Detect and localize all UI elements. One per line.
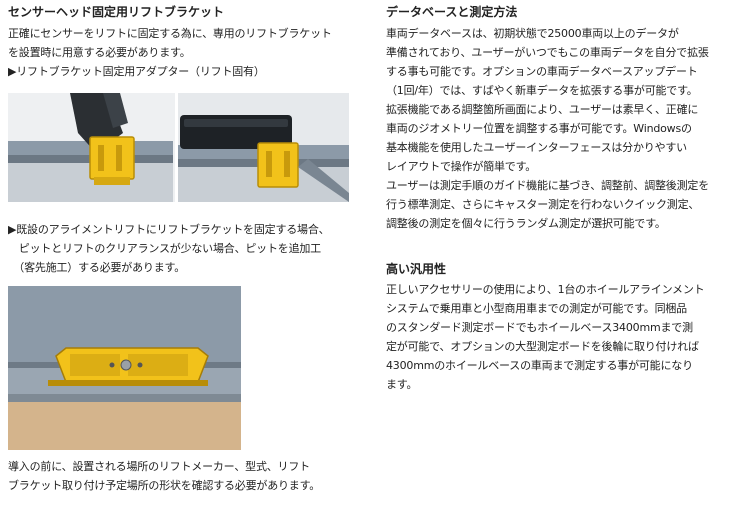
adapter-photo-illustration (8, 93, 349, 202)
lift-bracket-intro: 正確にセンサーをリフトに固定する為に、専用のリフトブラケット を設置時に用意する… (8, 27, 332, 59)
database-paragraph: 車両データベースは、初期状態で25000車両以上のデータが 準備されており、ユー… (386, 27, 709, 173)
existing-lift-photo-illustration (8, 286, 241, 450)
pre-install-note: 導入の前に、設置される場所のリフトメーカー、型式、リフト ブラケット取り付け予定… (8, 460, 321, 492)
versatility-paragraph: 正しいアクセサリーの使用により、1台のホイールアラインメント システムで乗用車と… (386, 283, 705, 391)
database-heading: データベースと測定方法 (386, 5, 518, 19)
versatility-heading: 高い汎用性 (386, 262, 447, 276)
adapter-label: ▶リフトブラケット固定用アダプター（リフト固有） (8, 65, 265, 78)
measurement-modes-paragraph: ユーザーは測定手順のガイド機能に基づき、調整前、調整後測定を 行う標準測定、さら… (386, 179, 710, 230)
lift-bracket-heading: センサーヘッド固定用リフトブラケット (8, 5, 225, 19)
adapter-photo (8, 93, 349, 202)
existing-lift-note: ▶既設のアライメントリフトにリフトブラケットを固定する場合、 ピットとリフトのク… (8, 223, 330, 274)
existing-lift-photo (8, 286, 241, 450)
